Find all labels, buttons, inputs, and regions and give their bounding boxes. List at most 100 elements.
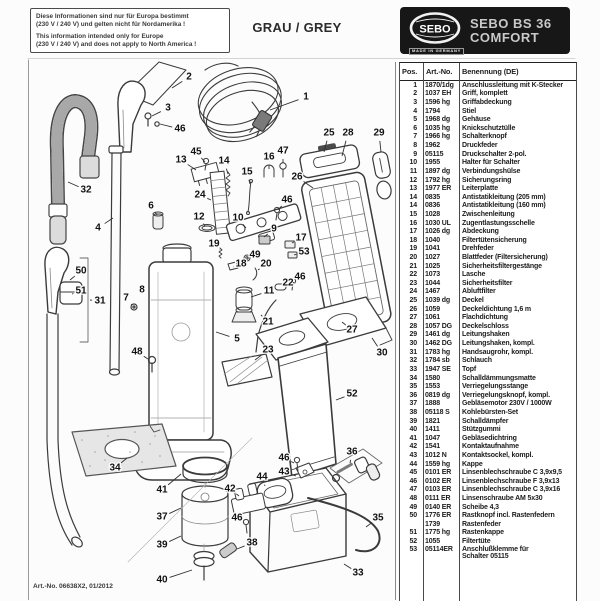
part-callout: 3 [165,103,171,114]
cell-art-no: 1947 SE [423,366,459,373]
cell-pos: 16 [400,220,423,227]
cell-pos: 48 [400,495,423,502]
part-callout: 41 [156,485,168,496]
cell-name: Kappe [459,461,576,468]
cell-art-no: 0835 [423,194,459,201]
cell-pos: 50 [400,512,423,519]
cell-pos: 27 [400,314,423,321]
cell-art-no: 1026 dg [423,228,459,235]
leader-line [188,164,196,170]
leader-line [160,124,172,127]
cell-art-no: 1461 dg [423,331,459,338]
cell-art-no: 0101 ER [423,469,459,476]
part-callout: 34 [109,463,121,474]
cell-name: Linsenblechschraube C 3,9x16 [459,486,576,493]
cell-pos: 12 [400,177,423,184]
cell-pos: 38 [400,409,423,416]
leader-line [342,141,346,156]
cell-name: Antistatikleitung (205 mm) [459,194,576,201]
cell-art-no: 1012 N [423,452,459,459]
leader-line [264,234,268,237]
part-callout: 39 [156,540,168,551]
cell-name: Halter für Schalter [459,159,576,166]
part-callout: 16 [263,152,275,163]
part-callout: 19 [208,239,220,250]
cell-pos: 2 [400,90,423,97]
part-callout: 48 [131,347,143,358]
leader-line [207,198,211,200]
leader-line [203,224,205,226]
cell-art-no: 1462 DG [423,340,459,347]
cell-name: Anschlussleitung mit K-Stecker [459,82,576,89]
part-callout: 12 [193,212,205,223]
part-callout: 22 [282,278,294,289]
cell-pos: 21 [400,263,423,270]
part-callout: 42 [224,484,236,495]
table-header: Pos. Art.-No. Benennung (DE) [400,63,576,81]
part-callout: 52 [346,389,358,400]
cell-art-no: 1794 [423,108,459,115]
cell-art-no: 1784 sb [423,357,459,364]
cell-art-no: 1962 [423,142,459,149]
cell-art-no: 1783 hg [423,349,459,356]
header-name-de: Benennung (DE) [459,67,576,76]
cell-pos: 26 [400,306,423,313]
cell-art-no: 1028 [423,211,459,218]
series-name: COMFORT [470,30,539,45]
cell-name: Schalldämmungsmatte [459,375,576,382]
cell-name: Rastknopf incl. Rastenfedern [459,512,576,519]
cell-art-no: 1037 EH [423,90,459,97]
cell-art-no: 1776 ER [423,512,459,519]
cell-art-no: 1041 [423,245,459,252]
part-callout: 43 [278,467,290,478]
made-in-germany-label: MADE IN GERMANY [409,48,464,56]
cell-pos: 35 [400,383,423,390]
leader-line [366,523,372,527]
document-art-no: Art.-No. 06638X2, 01/2012 [33,583,113,590]
cell-art-no: 0836 [423,202,459,209]
cell-name: Linsenblechschraube F 3,9x13 [459,478,576,485]
cell-name: Leitungshaken [459,331,576,338]
leader-line [201,158,205,162]
cell-art-no: 1553 [423,383,459,390]
cell-pos: 19 [400,245,423,252]
cell-art-no: 1870/1dg [423,82,459,89]
notice-en-line1: This information intended only for Europ… [36,33,224,41]
cell-art-no: 1966 hg [423,133,459,140]
part-callout: 1 [303,92,309,103]
part-callout: 46 [294,272,306,283]
leader-line [278,206,282,210]
cell-name: Sicherheitsfiltergestänge [459,263,576,270]
header-pos: Pos. [400,67,423,76]
part-callout: 46 [174,124,186,135]
cell-name: Abdeckung [459,228,576,235]
cell-art-no: 1559 hg [423,461,459,468]
cell-pos: 51 [400,529,423,536]
cell-art-no: 0103 ER [423,486,459,493]
cell-art-no: 1057 DG [423,323,459,330]
part-callout: 8 [139,285,145,296]
cell-art-no: 1030 UL [423,220,459,227]
sebo-logo: SEBO [408,11,462,47]
cell-name: Blattfeder (Filtersicherung) [459,254,576,261]
cell-pos: 5 [400,116,423,123]
cell-art-no: 1467 [423,288,459,295]
leader-line [336,397,345,400]
